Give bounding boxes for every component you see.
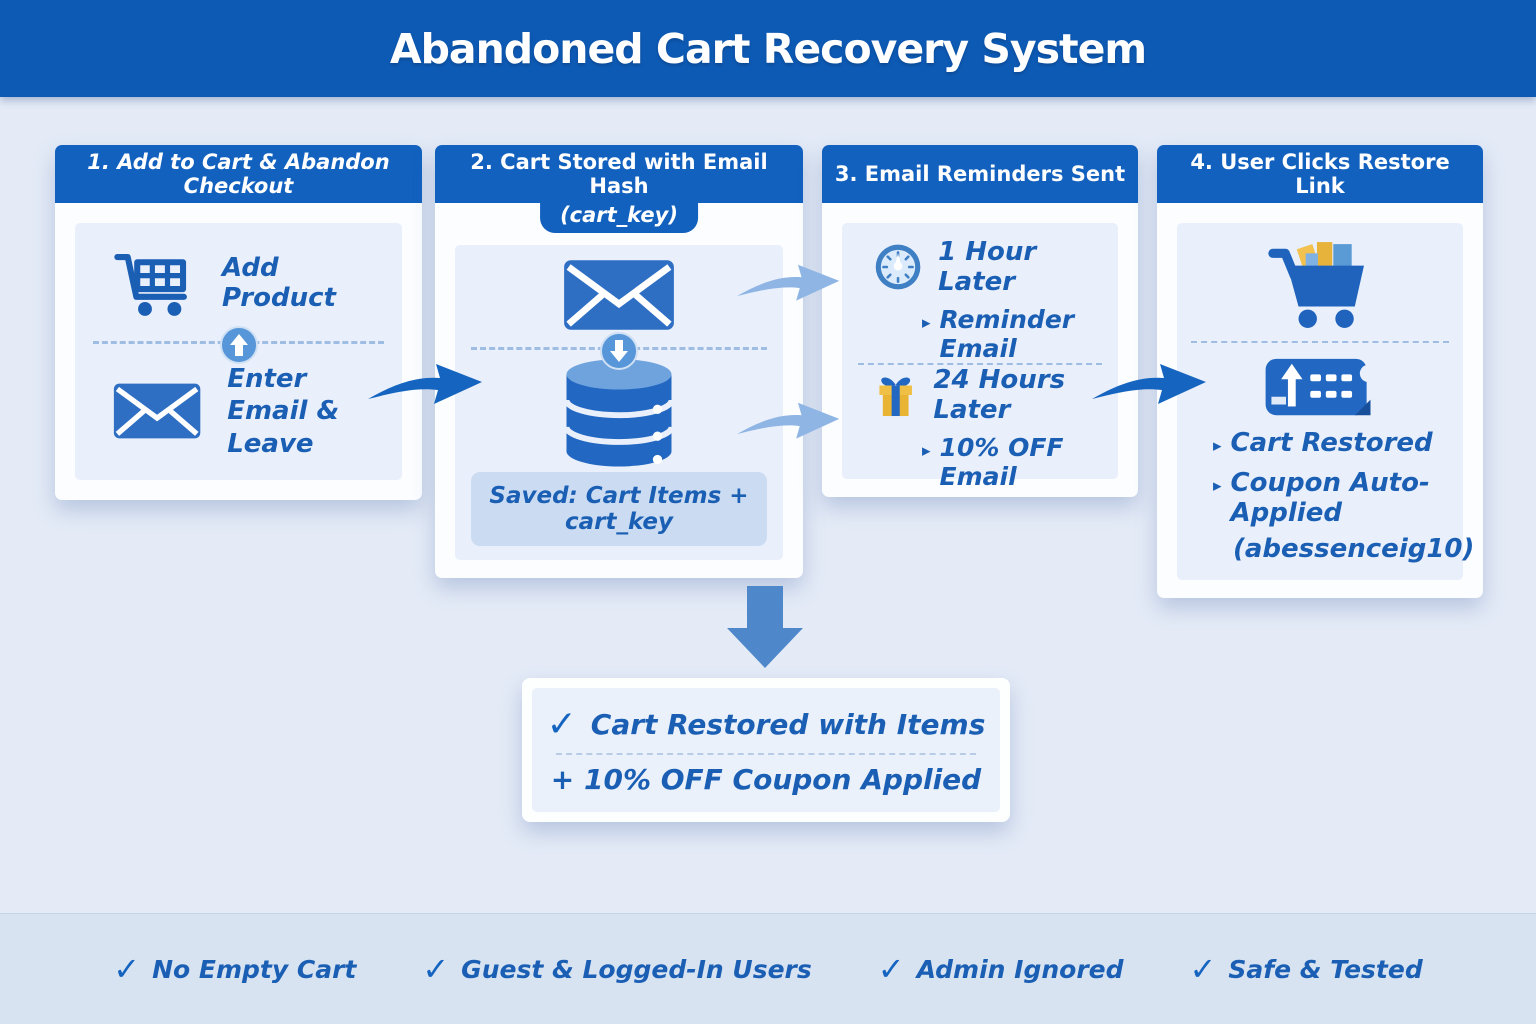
check-icon: ✓ (113, 950, 141, 988)
database-icon (563, 359, 675, 467)
cart-restored-label: Cart Restored (1230, 427, 1433, 458)
step-3-card: 3. Email Reminders Sent (822, 145, 1138, 497)
step-2-header: 2. Cart Stored with Email Hash (435, 145, 803, 203)
gift-icon (879, 377, 912, 417)
clock-icon (875, 244, 921, 290)
footer-item-guest-logged-in: ✓ Guest & Logged-In Users (422, 950, 811, 988)
bullet-icon: ▸ (922, 313, 931, 333)
check-icon: ✓ (1189, 950, 1217, 988)
bullet-icon: ▸ (922, 441, 931, 461)
step-4-bullets: ▸ Cart Restored ▸ Coupon Auto-Applied (a… (1191, 428, 1474, 564)
arrow-step3-to-step4-icon (1092, 364, 1206, 404)
step-1-divider (93, 326, 384, 365)
result-line-2: + 10% OFF Coupon Applied (551, 763, 981, 796)
result-line-1: ✓ Cart Restored with Items (547, 704, 986, 745)
footer-bar: ✓ No Empty Cart ✓ Guest & Logged-In User… (0, 913, 1536, 1024)
step-3-divider (858, 363, 1102, 365)
step-2-panel: Saved: Cart Items + cart_key (455, 245, 783, 560)
reminder-1-action-line: ▸ Reminder Email (858, 305, 1102, 363)
step-1-title: 1. Add to Cart & Abandon Checkout (87, 150, 390, 198)
envelope-icon (113, 383, 201, 439)
reminder-2-action-line: ▸ 10% OFF Email (858, 433, 1102, 491)
step-3-panel: 1 Hour Later ▸ Reminder Email (842, 223, 1118, 491)
reminder-1-block: 1 Hour Later ▸ Reminder Email (858, 237, 1102, 363)
bullet-icon: ▸ (1213, 475, 1222, 496)
add-product-row: Add Product (93, 243, 384, 323)
reminder-2-block: 24 Hours Later ▸ 10% OFF Email (858, 365, 1102, 491)
reminder-1-time: 1 Hour Later (938, 237, 1037, 297)
step-4-title: 4. User Clicks Restore Link (1190, 150, 1450, 198)
footer-item-safe-tested: ✓ Safe & Tested (1190, 950, 1423, 988)
reminder-2-row: 24 Hours Later (858, 365, 1102, 425)
result-card: ✓ Cart Restored with Items + 10% OFF Cou… (522, 678, 1010, 822)
footer-label: Admin Ignored (916, 954, 1124, 984)
check-icon: ✓ (546, 704, 577, 745)
coupon-applied-label: Coupon Auto-Applied (1230, 467, 1430, 528)
step-4-divider (1191, 340, 1449, 343)
header-bar: Abandoned Cart Recovery System (0, 0, 1536, 97)
step-1-header: 1. Add to Cart & Abandon Checkout (55, 145, 422, 203)
cart-restored-line: ▸ Cart Restored (1213, 428, 1449, 458)
footer-item-no-empty-cart: ✓ No Empty Cart (113, 950, 356, 988)
arrow-up-circle-icon (219, 325, 259, 369)
page-title: Abandoned Cart Recovery System (389, 24, 1147, 73)
footer-label: No Empty Cart (152, 954, 357, 984)
enter-email-label: Enter Email & Leave (227, 363, 340, 459)
reminder-1-action: Reminder Email (939, 305, 1075, 363)
step-4-card: 4. User Clicks Restore Link (1157, 145, 1483, 598)
coupon-applied-line: ▸ Coupon Auto-Applied (1213, 468, 1449, 528)
envelope-icon (564, 260, 674, 330)
result-text-2: + 10% OFF Coupon Applied (550, 763, 982, 796)
step-2-title: 2. Cart Stored with Email Hash (470, 150, 768, 198)
add-product-label: Add Product (222, 253, 336, 313)
result-panel: ✓ Cart Restored with Items + 10% OFF Cou… (532, 688, 1000, 812)
step-1-panel: Add Product Enter Email & Leave (75, 223, 402, 480)
arrow-down-circle-icon (599, 331, 639, 375)
arrow-step2-to-reminder1-icon (737, 264, 840, 301)
cart-key-tab: (cart_key) (540, 201, 698, 233)
cart-full-icon (1268, 242, 1364, 328)
step-3-title: 3. Email Reminders Sent (834, 162, 1126, 186)
arrow-step1-to-step2-icon (368, 364, 482, 404)
result-divider (556, 753, 976, 755)
enter-email-row: Enter Email & Leave (93, 363, 384, 461)
arrow-step2-to-reminder2-icon (737, 402, 840, 439)
footer-item-admin-ignored: ✓ Admin Ignored (878, 950, 1124, 988)
step-4-header: 4. User Clicks Restore Link (1157, 145, 1483, 203)
footer-label: Safe & Tested (1228, 954, 1423, 984)
coupon-icon (1265, 359, 1378, 416)
result-text-1: Cart Restored with Items (590, 708, 986, 741)
reminder-2-action: 10% OFF Email (939, 433, 1064, 491)
footer-label: Guest & Logged-In Users (461, 954, 812, 984)
step-3-header: 3. Email Reminders Sent (822, 145, 1138, 203)
step-1-card: 1. Add to Cart & Abandon Checkout Add Pr… (55, 145, 422, 500)
saved-label: Saved: Cart Items + cart_key (471, 472, 767, 546)
coupon-code: (abessenceig10) (1233, 533, 1475, 564)
step-4-panel: ▸ Cart Restored ▸ Coupon Auto-Applied (a… (1177, 223, 1474, 580)
coupon-code-line: (abessenceig10) (1213, 534, 1474, 564)
bullet-icon: ▸ (1213, 435, 1222, 456)
check-icon: ✓ (422, 950, 450, 988)
arrow-down-to-result-icon (727, 586, 803, 668)
reminder-1-row: 1 Hour Later (858, 237, 1102, 297)
reminder-2-time: 24 Hours Later (933, 365, 1066, 425)
check-icon: ✓ (877, 950, 905, 988)
shopping-cart-icon (114, 254, 187, 316)
step-2-divider (471, 332, 767, 370)
step-2-card: 2. Cart Stored with Email Hash (cart_key… (435, 145, 803, 578)
